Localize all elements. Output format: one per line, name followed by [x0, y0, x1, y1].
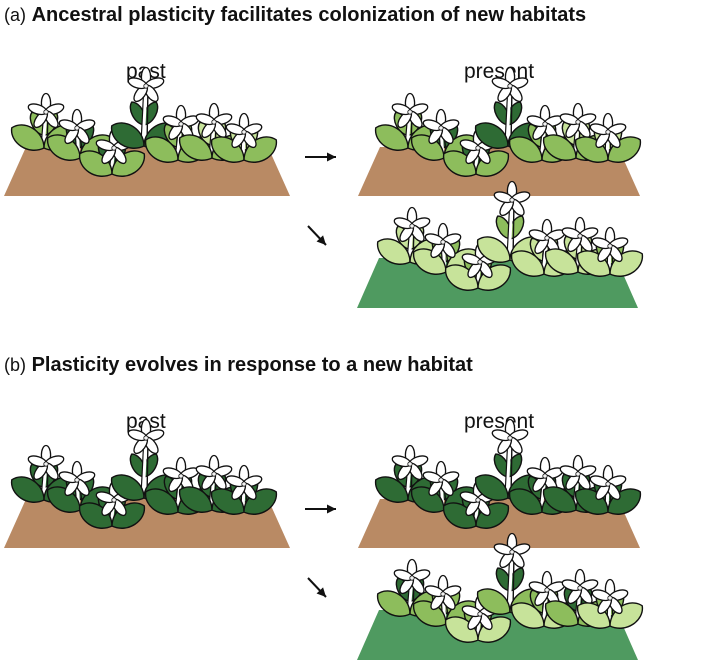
plant-icon — [575, 464, 641, 515]
panel-a-tag: (a) — [4, 5, 26, 25]
plant-icon — [375, 92, 441, 151]
panel-b-present-label: present — [464, 410, 535, 433]
plant-icon — [577, 578, 643, 629]
arrow-right-icon — [305, 504, 336, 514]
plant-icon — [47, 108, 113, 161]
plant-icon — [443, 480, 509, 529]
panel-a-present-label: present — [464, 60, 535, 83]
plant-icon — [445, 242, 511, 291]
plant-icon — [211, 112, 277, 163]
plant-icon — [577, 226, 643, 277]
panel-b-tag: (b) — [4, 355, 26, 375]
plant-icon — [543, 454, 609, 513]
panel-b-title: (b) Plasticity evolves in response to a … — [4, 354, 473, 377]
arrow-right-icon — [305, 152, 336, 162]
plant-icon — [79, 128, 145, 177]
arrow-down-right-icon — [307, 577, 327, 598]
plant-icon — [211, 464, 277, 515]
panel-b-heading: Plasticity evolves in response to a new … — [31, 354, 473, 376]
panel-a-title: (a) Ancestral plasticity facilitates col… — [4, 4, 586, 27]
panel-a-heading: Ancestral plasticity facilitates coloniz… — [31, 4, 587, 26]
plant-icon — [477, 532, 543, 615]
plant-icon — [575, 112, 641, 163]
plant-icon — [47, 460, 113, 513]
arrow-down-right-icon — [307, 225, 327, 246]
